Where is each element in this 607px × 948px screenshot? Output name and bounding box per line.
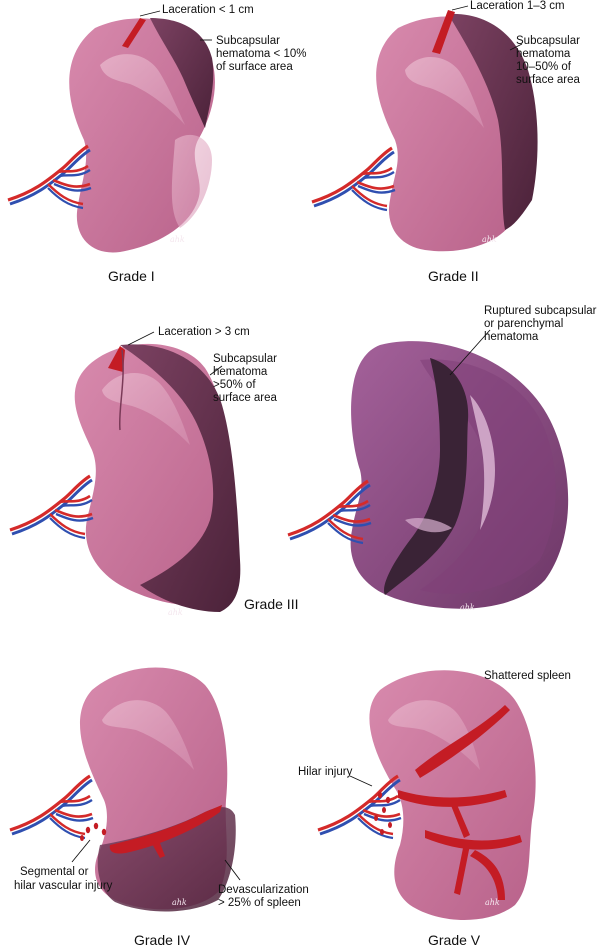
- label-hilar-injury: Hilar injury: [298, 766, 353, 778]
- label-laceration: Laceration 1–3 cm: [470, 0, 565, 12]
- subcapsular-hematoma: [150, 18, 214, 128]
- leader-line: [209, 365, 223, 376]
- laceration: [108, 346, 125, 372]
- label-ruptured-3: hematoma: [484, 331, 539, 343]
- grade-label: Grade II: [428, 268, 479, 284]
- label-shattered: Shattered spleen: [484, 670, 571, 682]
- label-hematoma-4: surface area: [516, 74, 581, 86]
- panel-grade-4: ahk Segmental or hilar vascular injury D…: [8, 667, 309, 948]
- devascularized-region: [97, 807, 236, 912]
- leader-line: [127, 331, 155, 346]
- spleen-highlight: [388, 700, 480, 770]
- leader-line: [224, 859, 241, 881]
- panel-grade-1: ahk Laceration < 1 cm Subcapsular hemato…: [6, 4, 306, 284]
- panel-grade-5: ahk Shattered spleen Hilar injury Grade …: [298, 670, 571, 948]
- label-segmental-1: Segmental or: [20, 866, 89, 878]
- label-hematoma-2: hematoma < 10%: [216, 48, 306, 60]
- spleen-body: [369, 670, 536, 920]
- label-hematoma-3: >50% of: [213, 379, 256, 391]
- blood-drops: [374, 791, 392, 835]
- label-ruptured-2: or parenchymal: [484, 318, 563, 330]
- laceration-crack: [118, 349, 124, 431]
- label-devascularization-1: Devascularization: [218, 884, 309, 896]
- label-hematoma-1: Subcapsular: [216, 35, 280, 47]
- label-devascularization-2: > 25% of spleen: [218, 897, 301, 909]
- artist-signature: ahk: [482, 235, 497, 244]
- hilar-vessels: [310, 146, 397, 212]
- label-ruptured-1: Ruptured subcapsular: [484, 305, 597, 317]
- leader-line: [139, 10, 161, 17]
- label-hematoma-3: of surface area: [216, 61, 293, 73]
- grade-label: Grade V: [428, 932, 481, 948]
- grade-label: Grade III: [244, 596, 298, 612]
- label-hematoma-3: 10–50% of: [516, 61, 572, 73]
- label-hematoma-1: Subcapsular: [213, 353, 277, 365]
- label-laceration: Laceration > 3 cm: [158, 326, 250, 338]
- subcapsular-hematoma: [448, 13, 538, 231]
- label-laceration: Laceration < 1 cm: [162, 4, 254, 16]
- artist-signature: ahk: [172, 898, 187, 907]
- panel-grade-2: ahk Laceration 1–3 cm Subcapsular hemato…: [310, 0, 581, 284]
- ruptured-hematoma-overlay: [420, 359, 556, 594]
- label-segmental-2: hilar vascular injury: [14, 880, 113, 892]
- label-hematoma-1: Subcapsular: [516, 35, 580, 47]
- laceration: [432, 10, 455, 54]
- hilar-vessels: [8, 774, 95, 840]
- spleen-inner-lobe: [171, 134, 212, 228]
- leader-line: [71, 839, 91, 863]
- artist-signature: ahk: [460, 603, 475, 612]
- spleen-highlight: [102, 700, 194, 770]
- grade-label: Grade I: [108, 268, 155, 284]
- vascular-laceration: [109, 805, 222, 854]
- leader-line: [509, 43, 523, 51]
- artist-signature: ahk: [485, 898, 500, 907]
- label-hematoma-2: hematoma: [516, 48, 571, 60]
- vascular-laceration: [150, 838, 165, 858]
- spleen-highlight: [100, 54, 185, 125]
- leader-line: [349, 775, 373, 787]
- label-hematoma-4: surface area: [213, 392, 278, 404]
- hilar-vessels: [8, 474, 95, 540]
- laceration: [122, 18, 146, 48]
- panel-grade-3: ahk Laceration > 3 cm Subcapsular hemato…: [8, 326, 298, 617]
- artist-signature: ahk: [170, 235, 185, 244]
- panel-ruptured-hematoma: ahk Ruptured subcapsular or parenchymal …: [286, 305, 597, 612]
- rupture-tract: [384, 358, 469, 595]
- subcapsular-hematoma: [120, 344, 241, 612]
- hilar-vessels: [316, 774, 403, 840]
- spleen-highlight: [102, 372, 190, 445]
- rupture-highlight: [470, 395, 495, 530]
- leader-line: [449, 329, 491, 376]
- blood-drops: [80, 822, 107, 841]
- shatter-fractures: [398, 705, 522, 900]
- leader-line: [451, 5, 469, 11]
- grade-label: Grade IV: [134, 932, 191, 948]
- artist-signature: ahk: [168, 608, 183, 617]
- label-hematoma-2: hematoma: [213, 366, 268, 378]
- spleen-highlight: [405, 57, 484, 129]
- hilar-vessels: [6, 144, 93, 210]
- rupture-highlight: [405, 517, 452, 533]
